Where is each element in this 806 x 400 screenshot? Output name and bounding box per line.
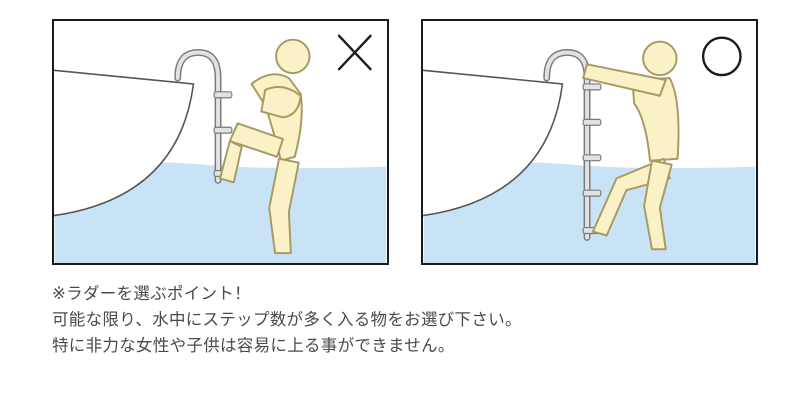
ladder-good-example-illustration: [423, 36, 756, 263]
ladder-step: [582, 118, 602, 126]
ladder-steps: [582, 83, 602, 235]
person-figure: [582, 40, 680, 251]
ladder-good-example-panel: [421, 19, 758, 265]
person-figure: [219, 38, 311, 255]
ladder-step: [213, 91, 233, 99]
boat-hull: [54, 69, 195, 217]
incorrect-cross-icon: [337, 34, 372, 71]
caption-line: 可能な限り、水中にステップ数が多く入る物をお選び下さい。: [52, 310, 522, 329]
correct-circle-icon: [701, 36, 742, 77]
boat-hull: [423, 69, 564, 217]
ladder-step: [582, 83, 602, 91]
ladder-step: [213, 126, 233, 134]
ladder-step-submerged: [582, 189, 602, 197]
ladder-selection-note: ※ラダーを選ぶポイント！ 可能な限り、水中にステップ数が多く入る物をお選び下さい…: [52, 281, 772, 359]
ladder-bad-example-illustration: [54, 34, 387, 263]
water-area: [54, 162, 387, 263]
ladder-bad-example-panel: [52, 19, 389, 265]
ladder-step: [582, 154, 602, 162]
caption-heading: ※ラダーを選ぶポイント！: [52, 284, 251, 303]
caption-line: 特に非力な女性や子供は容易に上る事ができません。: [52, 336, 455, 355]
